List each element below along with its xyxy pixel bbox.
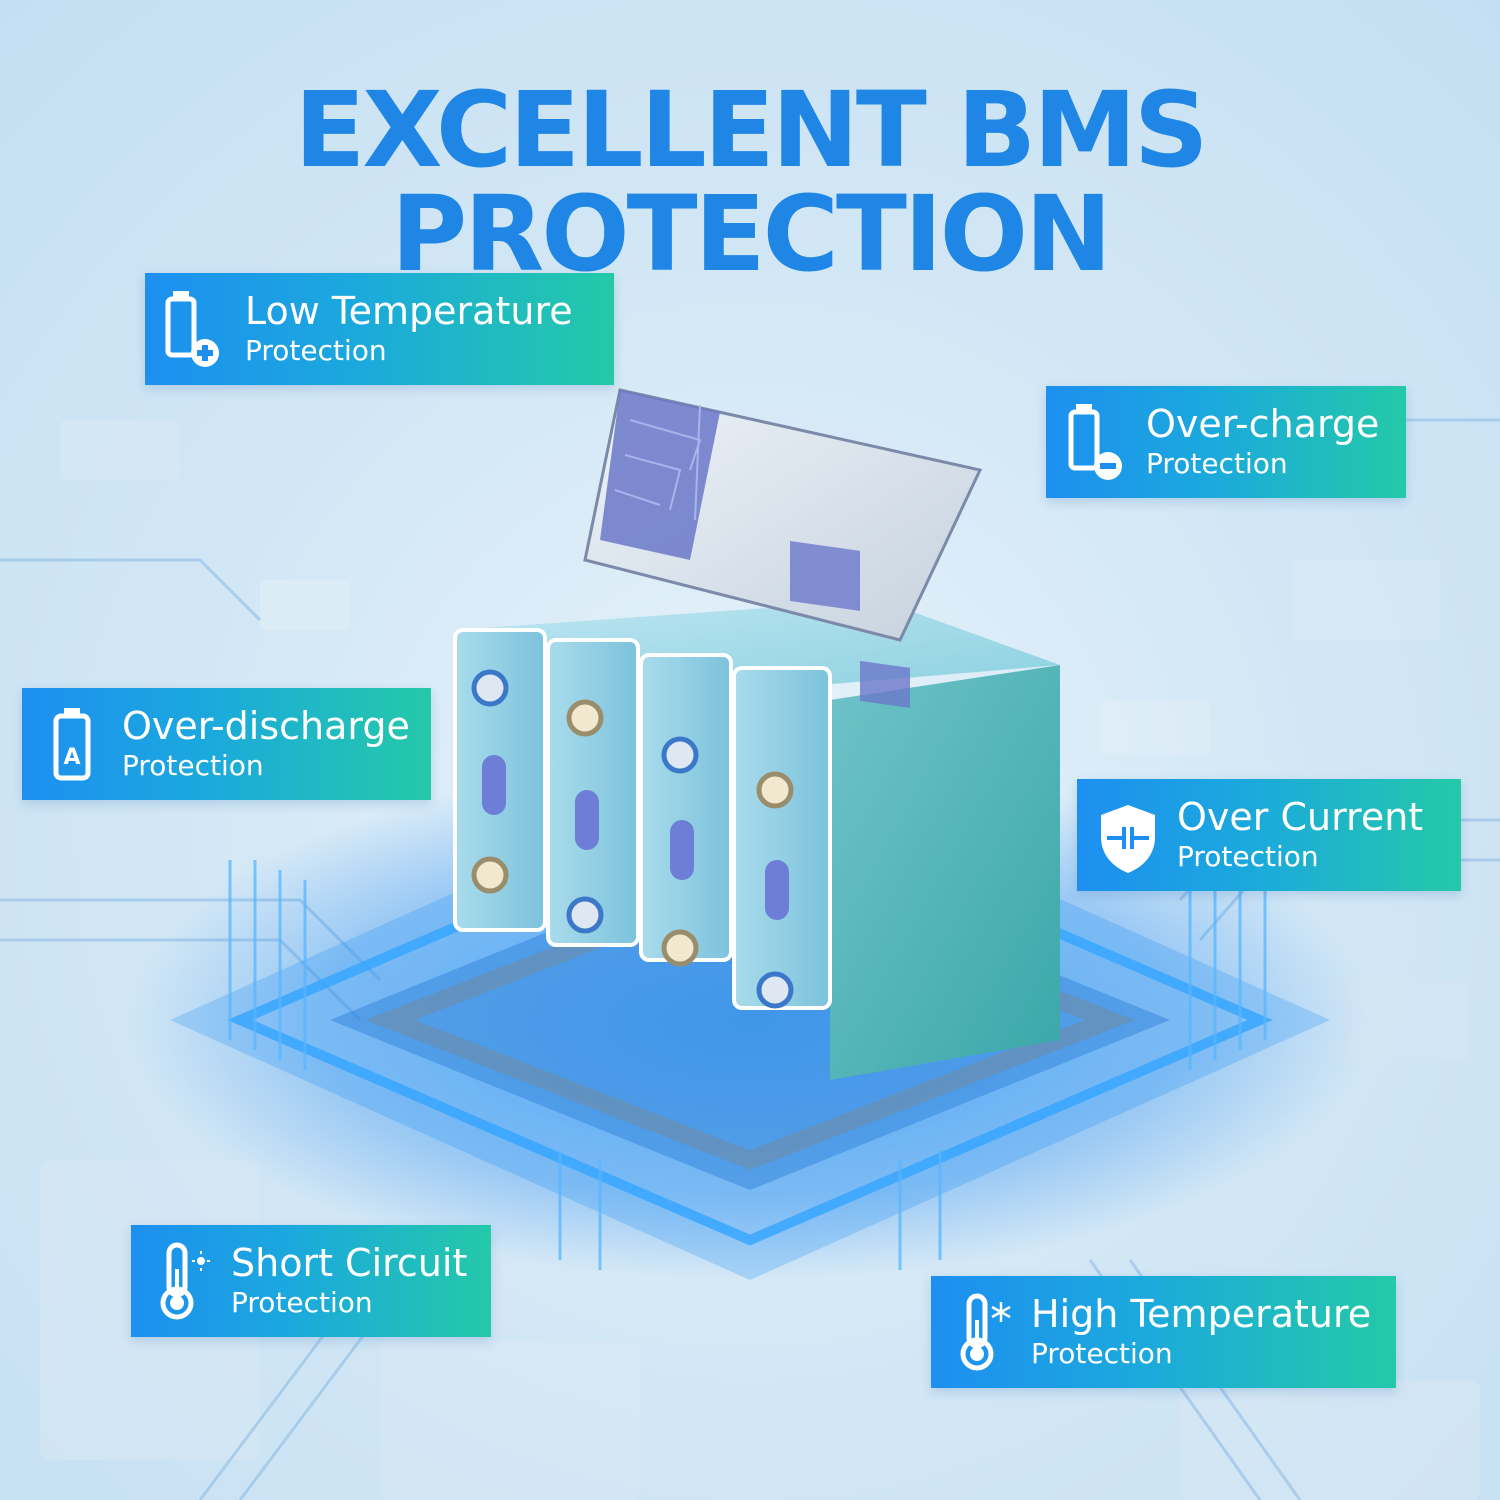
badge-subtitle: Protection [122,749,264,782]
badge-subtitle: Protection [1177,840,1319,873]
battery-pack [453,600,1060,1080]
badge-title: Low Temperature [245,289,573,333]
shield-current-icon [1097,793,1159,877]
over-charge-badge: Over-charge Protection [1046,386,1406,498]
badge-subtitle: Protection [1031,1337,1173,1370]
badge-subtitle: Protection [245,334,387,367]
badge-title: Over-charge [1146,402,1380,446]
page-title: EXCELLENT BMS PROTECTION [294,69,1208,295]
high-temperature-badge: High Temperature Protection [931,1276,1396,1388]
svg-text:A: A [63,745,80,770]
badge-subtitle: Protection [1146,447,1288,480]
badge-title: High Temperature [1031,1292,1372,1336]
battery-cells [453,628,832,1010]
bms-board [583,388,983,708]
over-current-badge: Over Current Protection [1077,779,1461,891]
thermometer-snow-icon [951,1290,1013,1374]
badge-title: Over-discharge [122,704,410,748]
badge-title: Short Circuit [231,1241,468,1285]
short-circuit-badge: Short Circuit Protection [131,1225,491,1337]
thermometer-sun-icon [151,1239,213,1323]
battery-minus-icon [1066,400,1128,484]
battery-a-icon: A [42,702,104,786]
over-discharge-badge: A Over-discharge Protection [22,688,431,800]
low-temperature-badge: Low Temperature Protection [145,273,614,385]
socket-pins [228,860,1267,1270]
badge-subtitle: Protection [231,1286,373,1319]
battery-plus-icon [165,287,227,371]
badge-title: Over Current [1177,795,1424,839]
